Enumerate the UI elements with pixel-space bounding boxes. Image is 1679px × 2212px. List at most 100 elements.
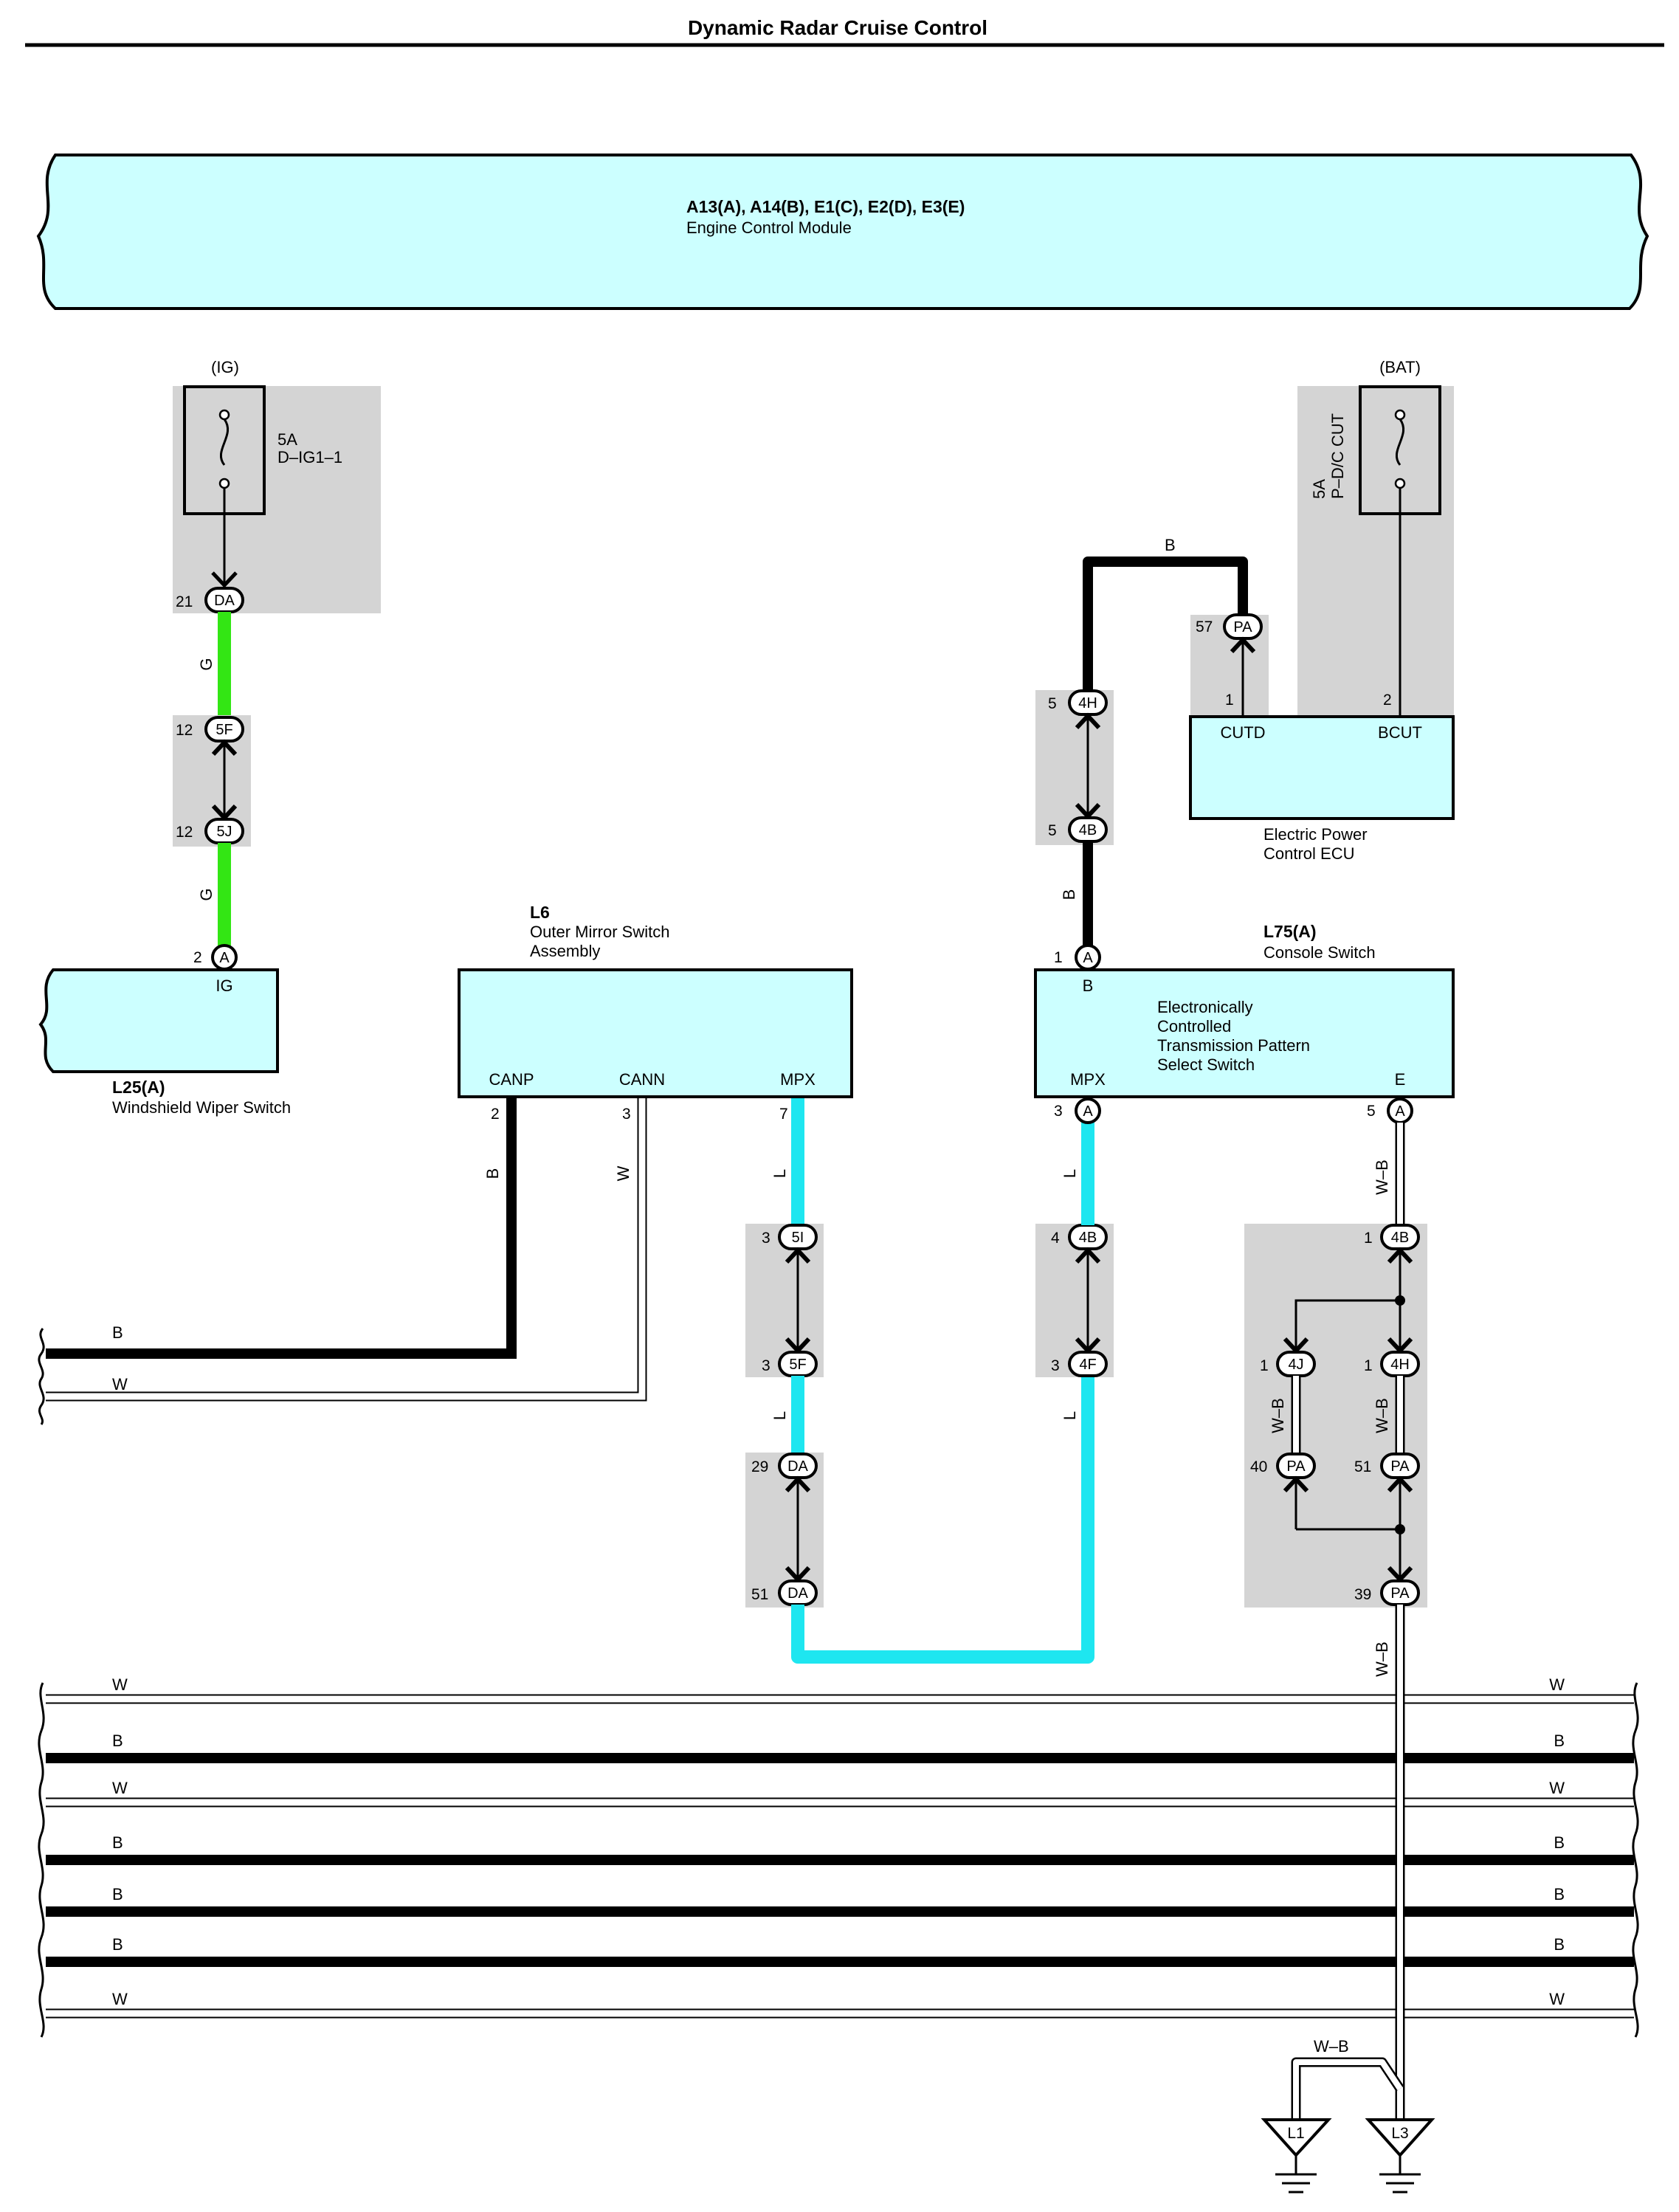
svg-text:A: A xyxy=(1083,950,1093,966)
bus-wire-label: W xyxy=(112,1990,128,2008)
epc-ecu-box xyxy=(1189,715,1455,820)
mirror-pin-canp: CANP xyxy=(489,1070,534,1089)
svg-text:PA: PA xyxy=(1390,1458,1410,1475)
svg-text:4B: 4B xyxy=(1079,1230,1097,1246)
svg-text:Select Switch: Select Switch xyxy=(1157,1055,1255,1074)
svg-text:4: 4 xyxy=(1051,1230,1060,1247)
fuse-icon xyxy=(218,409,230,489)
svg-text:12: 12 xyxy=(176,722,193,739)
svg-text:5F: 5F xyxy=(216,722,232,738)
wire-mpx-l-loop xyxy=(791,1376,1094,1664)
svg-text:51: 51 xyxy=(1354,1458,1371,1475)
ig-fuse-name: D–IG1–1 xyxy=(277,448,342,466)
bus-wire-label: B xyxy=(1554,1885,1565,1903)
ig-fuse-rating: 5A xyxy=(277,430,297,449)
bus-wire-label: W xyxy=(112,1779,128,1797)
svg-text:4F: 4F xyxy=(1079,1357,1096,1373)
svg-text:57: 57 xyxy=(1196,619,1213,635)
bat-source: (BAT) xyxy=(1379,358,1421,376)
svg-text:4H: 4H xyxy=(1078,695,1097,712)
page-title: Dynamic Radar Cruise Control xyxy=(688,16,987,39)
epc-name-1: Electric Power xyxy=(1263,825,1368,844)
wiper-id: L25(A) xyxy=(112,1078,165,1097)
svg-text:CUTD: CUTD xyxy=(1220,723,1265,742)
bus-wire-label: B xyxy=(112,1732,123,1750)
svg-text:51: 51 xyxy=(751,1586,768,1603)
mirror-id: L6 xyxy=(530,903,550,922)
svg-text:W–B: W–B xyxy=(1373,1398,1391,1433)
svg-text:3: 3 xyxy=(1054,1103,1063,1120)
svg-text:2: 2 xyxy=(1383,692,1392,709)
svg-text:40: 40 xyxy=(1250,1458,1267,1475)
svg-text:1: 1 xyxy=(1260,1357,1269,1374)
svg-text:A: A xyxy=(1083,1103,1093,1120)
svg-text:L: L xyxy=(770,1169,789,1178)
svg-text:5: 5 xyxy=(1048,822,1057,839)
console-id: L75(A) xyxy=(1263,922,1317,941)
bus-wire-label: B xyxy=(112,1833,123,1852)
svg-text:5J: 5J xyxy=(216,824,232,840)
svg-text:2: 2 xyxy=(491,1106,500,1123)
svg-text:MPX: MPX xyxy=(1070,1070,1106,1089)
bus-wire-label: W xyxy=(1549,1675,1565,1694)
wire-label-g-2: G xyxy=(197,888,216,900)
bus-wire-label: B xyxy=(112,1935,123,1954)
wiper-name: Windshield Wiper Switch xyxy=(112,1098,291,1117)
bat-fuse-rating: 5A xyxy=(1310,479,1328,499)
mirror-switch-box xyxy=(458,968,853,1098)
svg-text:4B: 4B xyxy=(1391,1230,1409,1246)
svg-text:DA: DA xyxy=(787,1585,808,1602)
svg-text:3: 3 xyxy=(762,1357,770,1374)
wire-b-pa-4h xyxy=(1083,557,1248,692)
conn-a-mpx xyxy=(1075,1098,1101,1124)
ecm-box: A13(A), A14(B), E1(C), E2(D), E3(E) Engi… xyxy=(36,154,1649,310)
console-switch-box xyxy=(1034,968,1455,1098)
svg-text:4J: 4J xyxy=(1288,1357,1303,1373)
svg-text:Controlled: Controlled xyxy=(1157,1017,1231,1036)
svg-text:W–B: W–B xyxy=(1373,1160,1391,1195)
svg-text:Transmission Pattern: Transmission Pattern xyxy=(1157,1036,1310,1055)
wire-canp-b xyxy=(46,1098,517,1359)
svg-text:B: B xyxy=(483,1168,502,1179)
wiper-switch-box: IG xyxy=(38,968,279,1073)
mirror-name-1: Outer Mirror Switch xyxy=(530,923,669,941)
console-name: Console Switch xyxy=(1263,943,1376,962)
svg-text:E: E xyxy=(1395,1070,1406,1089)
mirror-pin-cann: CANN xyxy=(619,1070,665,1089)
conn-4f xyxy=(1068,1351,1108,1377)
ecm-name: Engine Control Module xyxy=(686,218,852,237)
svg-text:DA: DA xyxy=(214,593,235,609)
shade-4b-4f xyxy=(1035,1224,1114,1377)
mirror-pin-mpx: MPX xyxy=(780,1070,816,1089)
svg-text:PA: PA xyxy=(1233,619,1252,635)
svg-text:W–B: W–B xyxy=(1269,1398,1287,1433)
bus-wire-label: B xyxy=(112,1885,123,1903)
svg-text:IG: IG xyxy=(216,976,232,995)
ground-icon: L1 xyxy=(1261,2118,1332,2194)
svg-text:DA: DA xyxy=(787,1458,808,1475)
svg-text:1: 1 xyxy=(1364,1357,1373,1374)
svg-text:2: 2 xyxy=(193,949,202,966)
svg-text:W: W xyxy=(614,1165,632,1181)
svg-text:5: 5 xyxy=(1048,695,1057,712)
shade-bat-fuse xyxy=(1297,386,1454,717)
svg-text:1: 1 xyxy=(1054,949,1063,966)
svg-text:B: B xyxy=(1165,536,1176,554)
bat-fuse-name: P–D/C CUT xyxy=(1328,413,1347,499)
svg-text:1: 1 xyxy=(1364,1230,1373,1247)
pin-21: 21 xyxy=(176,593,193,610)
svg-text:B: B xyxy=(1060,889,1078,900)
ig-source: (IG) xyxy=(211,358,239,376)
svg-text:PA: PA xyxy=(1286,1458,1306,1475)
svg-text:5F: 5F xyxy=(789,1357,806,1373)
epc-name-2: Control ECU xyxy=(1263,844,1354,863)
ground-icon: L3 xyxy=(1365,2118,1435,2194)
svg-text:5: 5 xyxy=(1367,1103,1376,1120)
shade-ig-fuse xyxy=(173,386,381,613)
ground-l1: L1 xyxy=(1287,2125,1304,2142)
svg-text:A: A xyxy=(219,950,230,966)
wire-label-g-1: G xyxy=(197,658,216,670)
svg-text:4B: 4B xyxy=(1079,822,1097,838)
